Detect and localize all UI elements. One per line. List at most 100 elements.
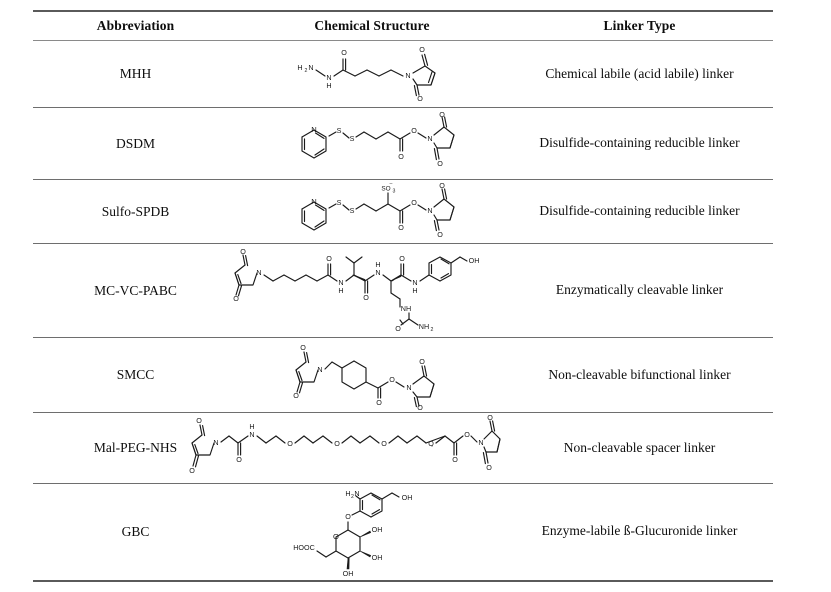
- linker-table: Abbreviation Chemical Structure Linker T…: [33, 10, 773, 582]
- svg-text:O: O: [287, 439, 293, 448]
- table-sheet: Abbreviation Chemical Structure Linker T…: [0, 10, 831, 592]
- svg-text:O: O: [236, 455, 242, 464]
- svg-text:O: O: [417, 403, 423, 412]
- svg-text:N: N: [478, 438, 483, 447]
- svg-text:O: O: [487, 413, 493, 422]
- svg-text:OH: OH: [469, 255, 480, 264]
- column-header-chemical-structure: Chemical Structure: [238, 10, 506, 41]
- svg-text:SO: SO: [381, 185, 390, 192]
- svg-text:N: N: [311, 197, 316, 206]
- svg-text:O: O: [439, 180, 445, 189]
- svg-text:H: H: [249, 422, 254, 431]
- svg-text:O: O: [428, 439, 434, 448]
- svg-text:O: O: [376, 398, 382, 407]
- svg-text:O: O: [398, 222, 404, 231]
- cell-chemical-structure: O O N: [233, 243, 506, 338]
- svg-text:H: H: [326, 81, 331, 90]
- svg-text:O: O: [411, 125, 417, 134]
- column-header-abbreviation: Abbreviation: [33, 10, 238, 41]
- svg-text:O: O: [452, 455, 458, 464]
- svg-text:O: O: [293, 391, 299, 400]
- svg-text:O: O: [389, 375, 395, 384]
- cell-linker-type: Enzymatically cleavable linker: [506, 243, 773, 338]
- svg-text:N: N: [256, 267, 261, 276]
- cell-abbreviation: Sulfo-SPDB: [33, 179, 238, 244]
- svg-text:H: H: [345, 489, 350, 498]
- svg-text:O: O: [196, 416, 202, 425]
- svg-text:HOOC: HOOC: [293, 543, 315, 552]
- svg-text:N: N: [326, 73, 331, 82]
- cell-chemical-structure: N S S O: [238, 107, 506, 180]
- cell-linker-type: Non-cleavable spacer linker: [506, 412, 773, 484]
- svg-text:O: O: [395, 323, 401, 332]
- svg-text:N: N: [427, 133, 432, 142]
- svg-text:O: O: [233, 293, 239, 302]
- svg-text:–: –: [390, 180, 393, 186]
- mal-peg-nhs-structure: O O N O: [189, 413, 501, 475]
- svg-text:N: N: [375, 267, 380, 276]
- svg-text:O: O: [419, 45, 425, 54]
- svg-text:O: O: [486, 463, 492, 472]
- svg-text:2: 2: [351, 494, 354, 500]
- svg-text:N: N: [406, 383, 411, 392]
- svg-text:O: O: [464, 430, 470, 439]
- svg-text:N: N: [311, 125, 316, 134]
- svg-text:H: H: [297, 63, 302, 72]
- cell-abbreviation: Mal-PEG-NHS: [33, 412, 238, 484]
- svg-text:OH: OH: [402, 493, 413, 502]
- column-header-linker-type: Linker Type: [506, 10, 773, 41]
- svg-text:O: O: [363, 292, 369, 301]
- svg-text:N: N: [338, 277, 343, 286]
- svg-text:OH: OH: [372, 525, 383, 534]
- svg-text:N: N: [213, 438, 218, 447]
- svg-text:H: H: [338, 285, 343, 294]
- svg-text:O: O: [437, 158, 443, 167]
- svg-text:O: O: [300, 343, 306, 352]
- svg-text:O: O: [399, 253, 405, 262]
- svg-text:O: O: [437, 229, 443, 238]
- cell-abbreviation: MHH: [33, 40, 238, 108]
- cell-linker-type: Non-cleavable bifunctional linker: [506, 337, 773, 413]
- table-row: Sulfo-SPDB N S S: [33, 179, 773, 244]
- svg-text:N: N: [354, 489, 359, 498]
- cell-chemical-structure: O O N: [238, 337, 506, 413]
- svg-text:N: N: [317, 365, 322, 374]
- mc-vc-pabc-structure: O O N: [233, 246, 480, 332]
- svg-text:O: O: [341, 48, 347, 57]
- svg-text:N: N: [249, 430, 254, 439]
- cell-linker-type: Enzyme-labile ß-Glucuronide linker: [506, 483, 773, 582]
- table-row: Mal-PEG-NHS O O: [33, 412, 773, 484]
- svg-text:O: O: [189, 466, 195, 475]
- svg-text:S: S: [337, 197, 342, 206]
- smcc-structure: O O N: [293, 343, 435, 412]
- table-row: DSDM N S: [33, 107, 773, 180]
- svg-text:O: O: [417, 94, 423, 103]
- svg-text:N: N: [308, 63, 313, 72]
- svg-text:H: H: [375, 259, 380, 268]
- svg-text:2: 2: [431, 326, 434, 332]
- svg-text:3: 3: [393, 188, 396, 194]
- svg-text:O: O: [411, 197, 417, 206]
- svg-text:O: O: [381, 439, 387, 448]
- svg-text:O: O: [345, 512, 351, 521]
- svg-text:NH: NH: [401, 303, 411, 312]
- svg-text:S: S: [350, 205, 355, 214]
- svg-text:O: O: [334, 439, 340, 448]
- cell-abbreviation: GBC: [33, 483, 238, 582]
- table-header-row: Abbreviation Chemical Structure Linker T…: [33, 10, 773, 41]
- cell-linker-type: Chemical labile (acid labile) linker: [506, 40, 773, 108]
- cell-abbreviation: SMCC: [33, 337, 238, 413]
- svg-text:OH: OH: [343, 569, 354, 578]
- svg-text:S: S: [337, 125, 342, 134]
- cell-linker-type: Disulfide-containing reducible linker: [506, 107, 773, 180]
- table-row: MC-VC-PABC O O: [33, 243, 773, 338]
- svg-text:O: O: [326, 253, 332, 262]
- svg-text:O: O: [398, 151, 404, 160]
- svg-text:N: N: [427, 205, 432, 214]
